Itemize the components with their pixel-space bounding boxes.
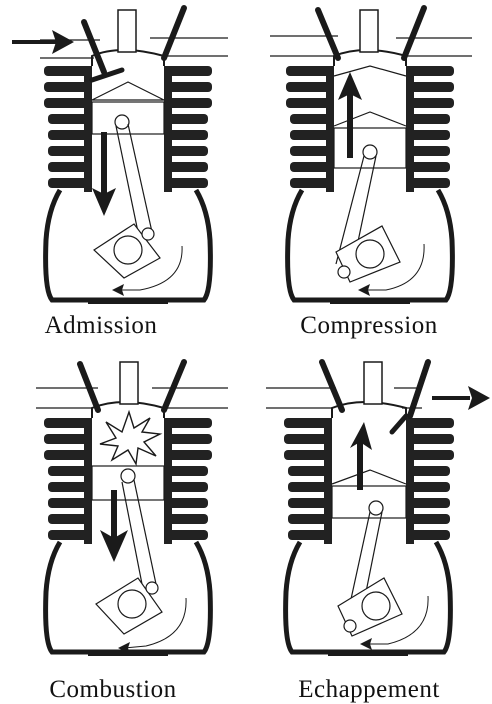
stroke-label-compression: Compression <box>246 312 492 340</box>
crankshaft <box>356 240 384 268</box>
cylinder-fins-left <box>44 418 92 544</box>
piston-crown <box>334 112 406 126</box>
piston-pin <box>121 469 135 483</box>
piston-pin <box>115 115 129 129</box>
panel-admission: Admission <box>0 0 246 352</box>
engine-combustion-drawing <box>0 352 246 704</box>
spark-plug <box>360 10 378 52</box>
crankcase-base <box>330 299 410 304</box>
combustion-chamber <box>334 66 406 76</box>
cylinder-fins-left <box>44 66 92 192</box>
crankcase-base <box>328 651 408 656</box>
stroke-label-combustion: Combustion <box>0 676 236 704</box>
exhaust-valve-head <box>392 416 406 432</box>
crankshaft <box>362 592 390 620</box>
spark-burst-icon <box>100 412 160 464</box>
panel-echappement: Echappement <box>246 352 492 704</box>
intake-valve-head <box>92 70 122 80</box>
piston <box>332 486 406 518</box>
crank-pin <box>344 620 356 632</box>
intake-valve-open <box>84 22 104 72</box>
crank-pin <box>338 266 350 278</box>
panel-compression: Compression <box>246 0 492 352</box>
spark-plug <box>120 362 138 404</box>
engine-compression-drawing <box>246 0 492 352</box>
cylinder-fins-right <box>164 66 212 192</box>
exhaust-valve-closed <box>164 8 184 58</box>
cylinder-fins-right <box>406 66 454 192</box>
cylinder-fins-left <box>284 418 332 544</box>
stroke-label-echappement: Echappement <box>246 676 492 704</box>
piston-pin <box>369 501 383 515</box>
crank-pin <box>146 582 158 594</box>
exhaust-valve-closed <box>164 362 184 410</box>
crankshaft <box>114 236 142 264</box>
connecting-rod <box>116 124 152 232</box>
combustion-chamber <box>92 82 164 100</box>
combustion-chamber <box>332 470 406 484</box>
spark-plug <box>364 362 382 404</box>
spark-plug <box>118 10 136 52</box>
piston-pin <box>363 145 377 159</box>
panel-combustion: Combustion <box>0 352 246 704</box>
engine-admission-drawing <box>0 0 246 352</box>
engine-echappement-drawing <box>246 352 492 704</box>
stroke-label-admission: Admission <box>0 312 224 340</box>
exhaust-valve-closed <box>404 8 424 58</box>
cylinder-fins-right <box>164 418 212 544</box>
intake-valve-closed <box>80 364 98 410</box>
intake-valve-closed <box>318 10 338 58</box>
exhaust-flow-arrowhead <box>468 386 490 410</box>
intake-valve-closed <box>322 362 342 410</box>
cylinder-fins-right <box>406 418 454 544</box>
crankshaft <box>118 590 146 618</box>
cylinder-fins-left <box>286 66 334 192</box>
crank-pin <box>142 228 154 240</box>
crankcase-base <box>88 299 168 304</box>
